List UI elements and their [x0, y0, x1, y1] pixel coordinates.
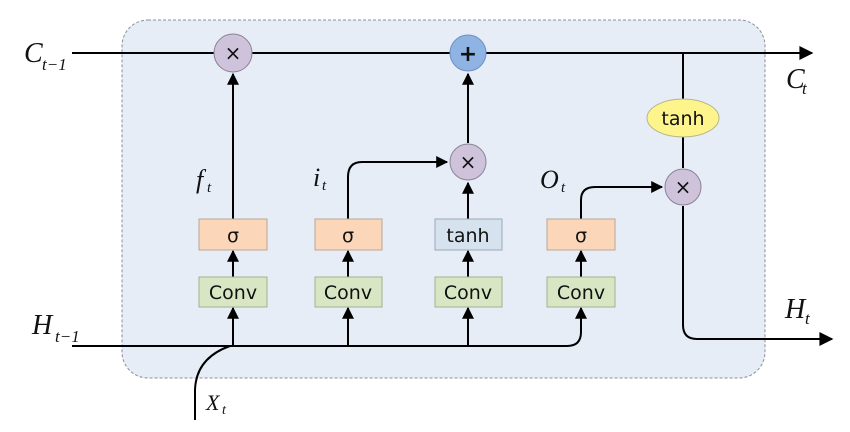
input-x-main: X: [205, 390, 221, 415]
forget-conv-block: Conv: [198, 276, 268, 308]
add-node: +: [449, 34, 487, 72]
hidden-output-line: [682, 206, 834, 346]
hidden-prev-sub: t−1: [55, 327, 80, 346]
input-x-sub: t: [222, 403, 227, 418]
input-gate-main: i: [313, 163, 320, 192]
cell-prev-sub: t−1: [42, 55, 67, 74]
conv-label: Conv: [209, 282, 257, 304]
input-conv-block: Conv: [314, 276, 383, 308]
sigma-label: σ: [575, 225, 587, 247]
cell-out-main: C: [786, 64, 805, 95]
cell-out-sub: t: [802, 79, 808, 98]
forget-gate-main: f: [196, 165, 207, 194]
multiply-symbol: ×: [460, 150, 477, 174]
input-x-line: [194, 345, 231, 420]
conv-label: Conv: [444, 282, 492, 304]
cell-container: [121, 19, 766, 379]
tanh-label: tanh: [661, 108, 704, 130]
hidden-out-main: H: [784, 294, 807, 325]
forget-gate-sub: t: [207, 180, 212, 196]
hidden-state-line: [72, 306, 587, 347]
multiply-symbol: ×: [225, 41, 242, 65]
conv-label: Conv: [324, 282, 372, 304]
output-gate-sub: t: [561, 180, 566, 196]
hidden-out-label: H t: [784, 294, 811, 328]
candidate-conv-block: Conv: [434, 276, 503, 308]
input-sigma-block: σ: [314, 218, 383, 251]
multiply-symbol: ×: [675, 175, 692, 199]
output-conv-block: Conv: [546, 276, 616, 308]
forget-multiply-node: ×: [213, 33, 253, 73]
hidden-prev-label: H t−1: [31, 310, 80, 346]
input-x-label: X t: [205, 390, 227, 418]
hidden-out-sub: t: [805, 309, 811, 328]
sigma-label: σ: [227, 225, 239, 247]
output-gate-main: O: [540, 165, 559, 194]
add-symbol: +: [459, 42, 477, 67]
tanh-label: tanh: [446, 225, 489, 247]
output-gate-arrow: [580, 181, 664, 219]
cell-prev-label: C t−1: [24, 38, 67, 74]
cell-tanh-node: tanh: [646, 98, 720, 138]
cell-prev-main: C: [24, 38, 43, 69]
sigma-label: σ: [342, 225, 354, 247]
forget-sigma-block: σ: [198, 218, 268, 251]
output-gate-label: O t: [540, 165, 566, 196]
input-gate-arrow: [347, 156, 449, 219]
forget-gate-label: f t: [196, 165, 212, 196]
candidate-tanh-block: tanh: [434, 218, 503, 251]
input-multiply-node: ×: [449, 143, 487, 181]
output-sigma-block: σ: [546, 218, 616, 251]
input-gate-label: i t: [313, 163, 327, 194]
cell-out-label: C t: [786, 64, 808, 98]
hidden-prev-main: H: [31, 310, 54, 341]
conv-label: Conv: [557, 282, 605, 304]
output-multiply-node: ×: [664, 168, 702, 206]
input-gate-sub: t: [322, 178, 327, 194]
